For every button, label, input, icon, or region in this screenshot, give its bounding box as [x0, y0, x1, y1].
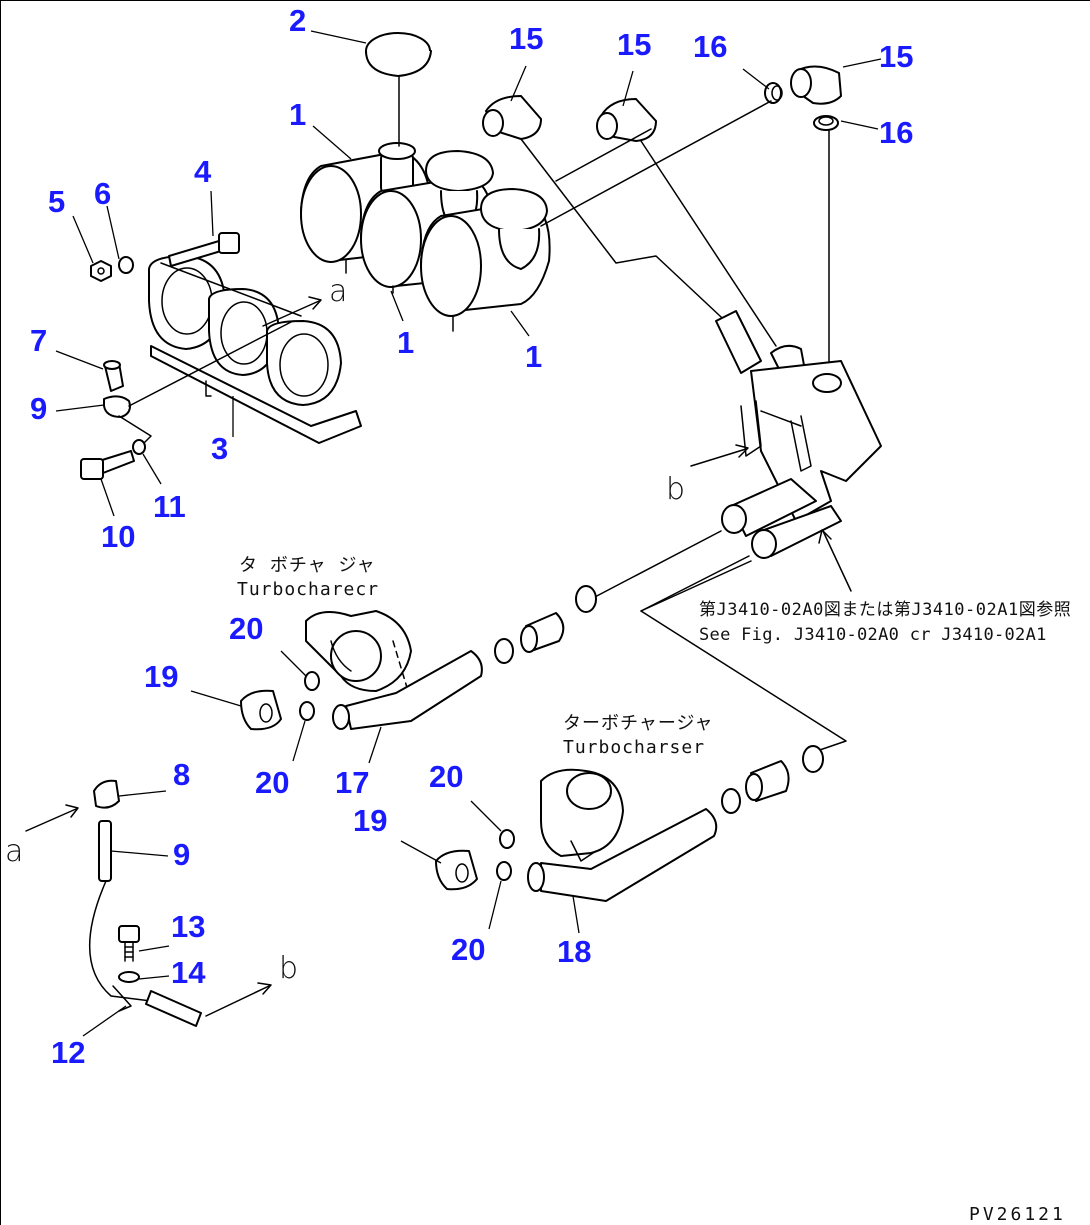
air-cleaner-1	[300, 142, 432, 274]
callout-20-a: 20	[229, 611, 264, 646]
callout-16-a: 16	[693, 29, 728, 64]
dust-indicator	[365, 32, 432, 147]
marker-b-bottom: b	[279, 951, 299, 986]
callout-10: 10	[101, 519, 136, 554]
callout-15-b: 15	[617, 27, 652, 62]
callout-3: 3	[211, 431, 229, 466]
reference-note-en: See Fig. J3410-02A0 cr J3410-02A1	[699, 625, 1047, 645]
bolt-4	[168, 232, 240, 267]
elbow-15-a	[482, 95, 542, 140]
callout-20-b: 20	[255, 765, 290, 800]
air-cleaner-3	[420, 188, 551, 332]
reference-note-jp: 第J3410-02A0図または第J3410-02A1図参照	[699, 600, 1072, 620]
callout-8: 8	[173, 757, 191, 792]
callout-1-b: 1	[397, 325, 415, 360]
callout-18: 18	[557, 934, 592, 969]
arrow-b-right	[690, 444, 749, 467]
washer-14	[118, 971, 140, 983]
clamps-20-lower	[496, 829, 515, 881]
pipe-18	[527, 808, 718, 902]
callout-20-d: 20	[451, 932, 486, 967]
callout-6: 6	[94, 176, 112, 211]
cap-19-lower	[435, 849, 478, 891]
callout-15-c: 15	[879, 39, 914, 74]
intake-pipes	[520, 100, 830, 384]
arrow-ref	[818, 529, 852, 592]
cap-19-upper	[240, 689, 282, 731]
arrow-b-bottom	[205, 982, 272, 1017]
callout-17: 17	[335, 765, 370, 800]
callout-7: 7	[30, 323, 48, 358]
turbocharger-2	[540, 768, 624, 862]
callout-2: 2	[289, 3, 307, 38]
callout-15-a: 15	[509, 21, 544, 56]
outlet-pipes	[590, 478, 847, 754]
turbocharger-label-jp-1: タ ボチャ ジャ	[239, 555, 376, 576]
elbow-15-b	[596, 98, 657, 142]
callout-1-a: 1	[289, 97, 307, 132]
callout-19-b: 19	[353, 803, 388, 838]
callout-16-b: 16	[879, 115, 914, 150]
callout-12: 12	[51, 1035, 86, 1070]
bracket	[148, 255, 362, 444]
callout-19-a: 19	[144, 659, 179, 694]
callout-11: 11	[153, 489, 186, 524]
bolt-13	[118, 925, 140, 962]
callout-4: 4	[194, 154, 212, 189]
marker-a-left: a	[5, 834, 24, 869]
bolt-10	[80, 450, 135, 480]
marker-b-right: b	[666, 472, 686, 507]
callout-13: 13	[171, 909, 206, 944]
washer-11	[132, 439, 146, 455]
callout-1-c: 1	[525, 339, 543, 374]
arrow-a-top	[262, 296, 322, 327]
fitting-7	[103, 360, 124, 392]
pipe-17	[332, 650, 483, 730]
clamps-20-upper	[299, 671, 320, 721]
callout-9-b: 9	[173, 837, 191, 872]
marker-a-top: a	[329, 274, 348, 309]
clamp-16-b	[813, 115, 839, 131]
callout-5: 5	[48, 184, 66, 219]
callout-20-c: 20	[429, 759, 464, 794]
drawing-code: PV26121	[969, 1204, 1066, 1225]
hose-clamps-upper	[494, 585, 597, 664]
turbocharger-label-en-1: Turbocharecr	[237, 579, 380, 600]
leader-lines	[55, 30, 882, 1037]
hose-clamps-lower	[721, 745, 824, 814]
clamp-16-a	[764, 82, 783, 104]
callout-9-a: 9	[30, 391, 48, 426]
arrow-a-left	[25, 804, 79, 832]
nut-5	[90, 260, 112, 282]
washer-6	[118, 256, 134, 274]
callout-14: 14	[171, 955, 206, 990]
turbocharger-1	[305, 610, 412, 722]
turbocharger-label-en-2: Turbocharser	[563, 737, 706, 758]
turbocharger-label-jp-2: ターボチャージャ	[563, 713, 714, 734]
elbow-15-c	[790, 65, 842, 105]
intake-connector	[740, 360, 882, 522]
